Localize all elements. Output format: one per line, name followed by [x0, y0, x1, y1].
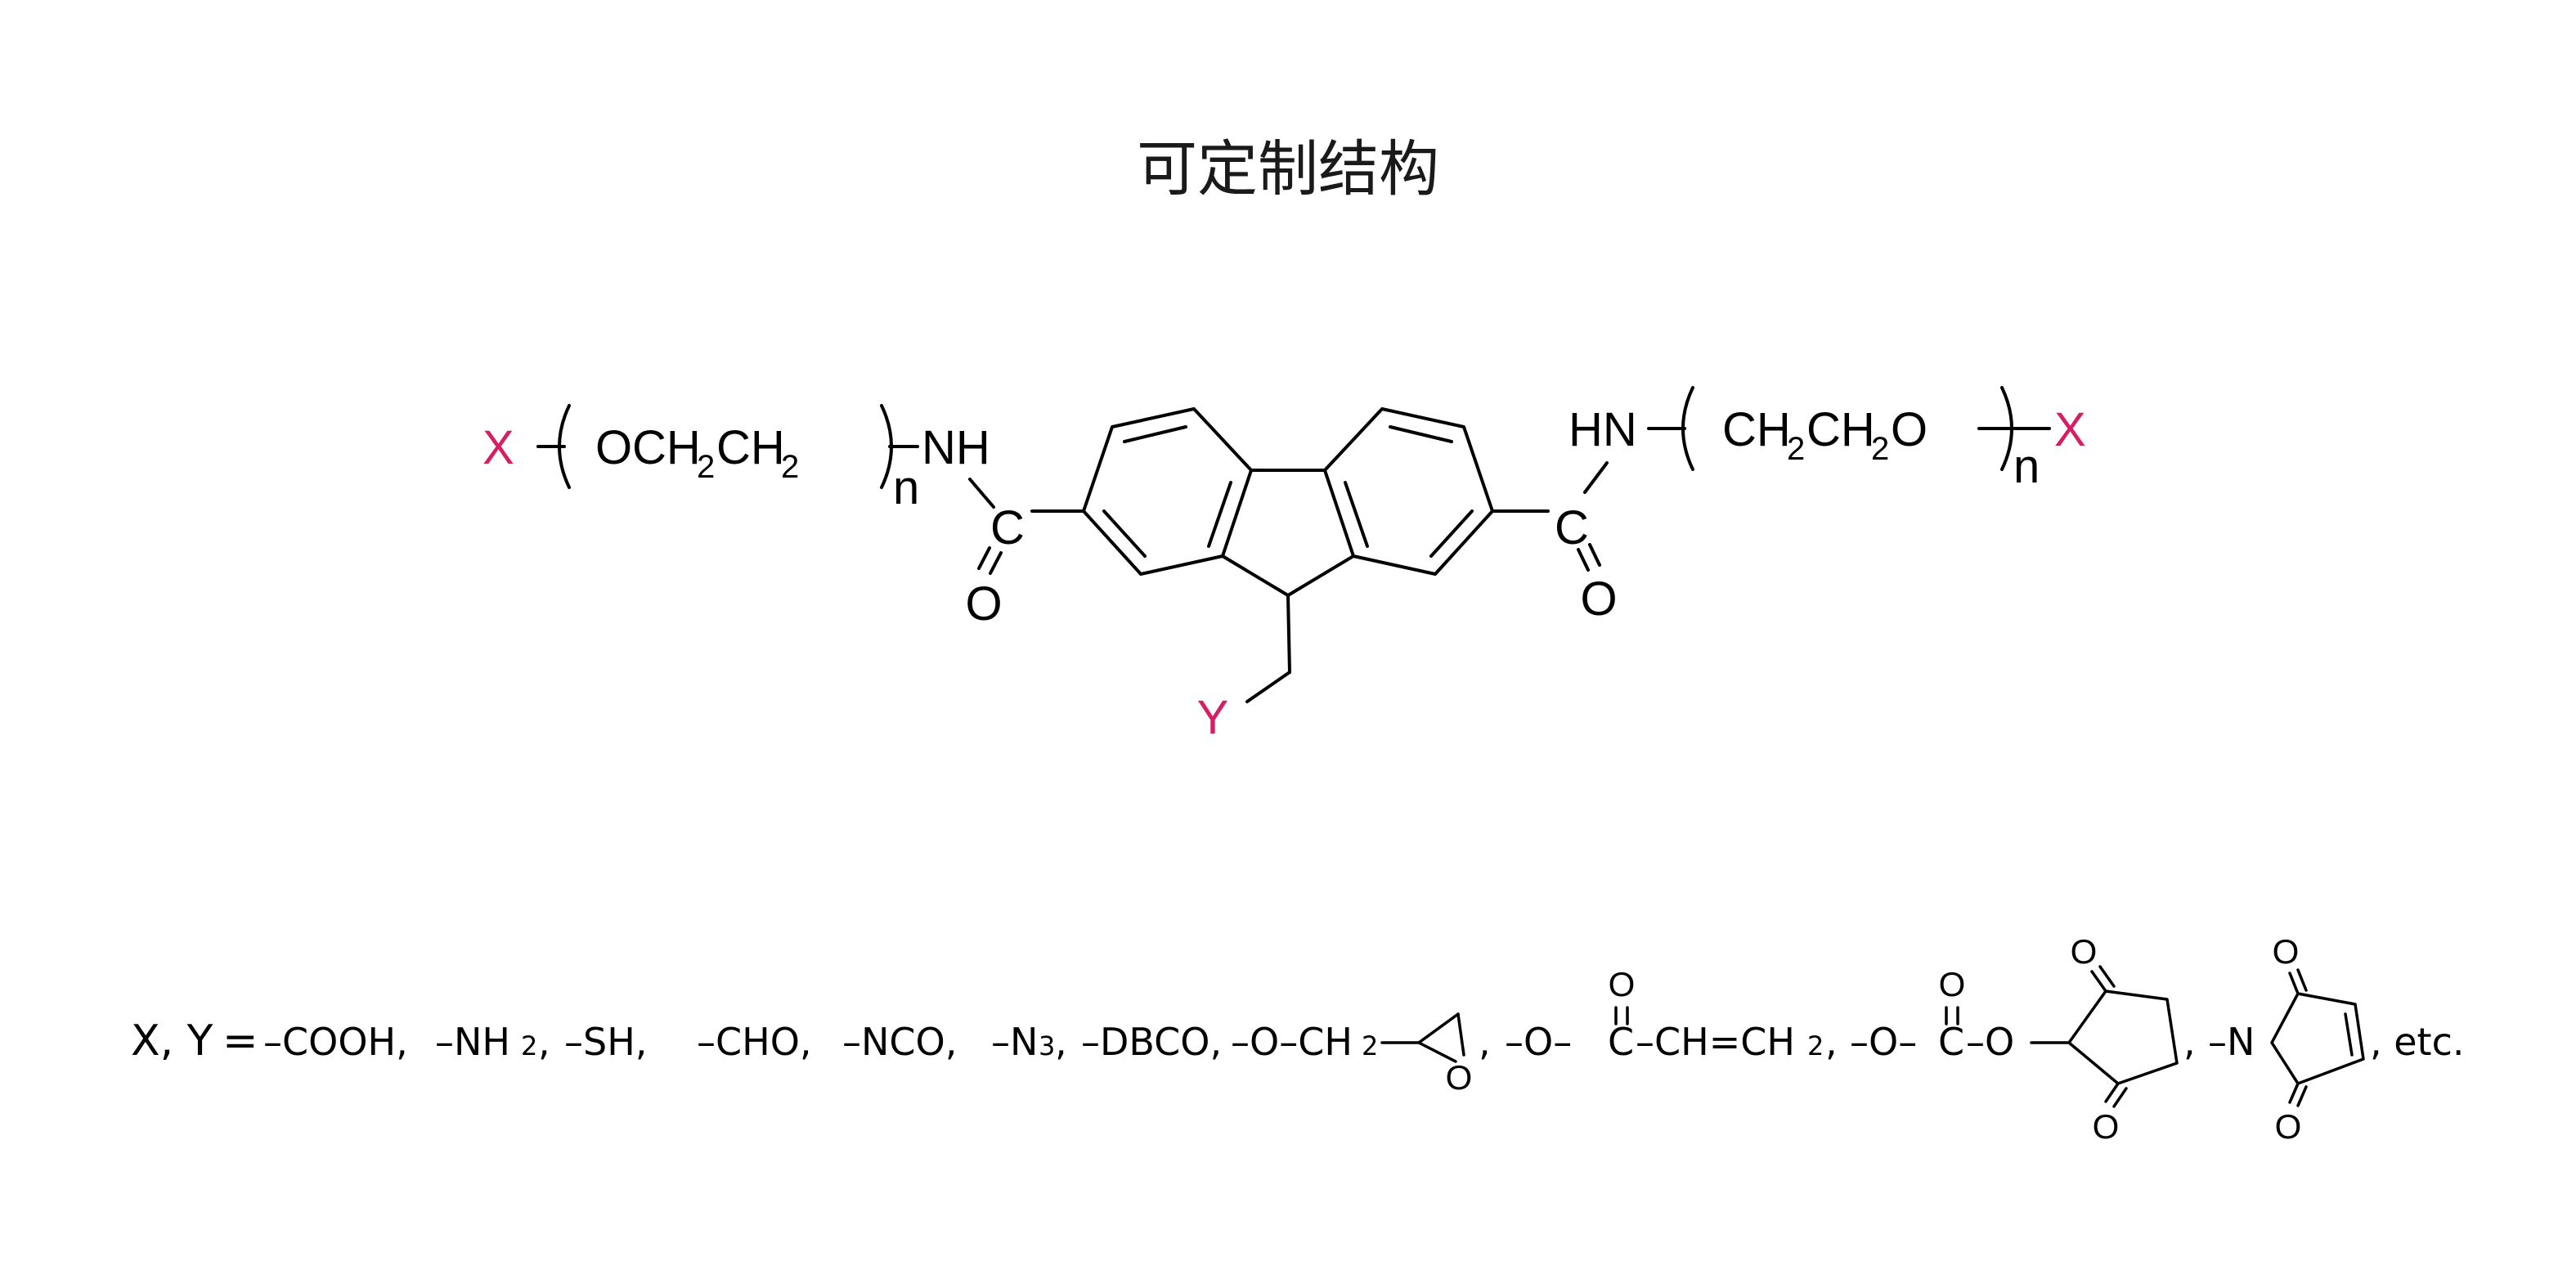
maleimide-n: –N [2208, 1020, 2255, 1064]
acrylate-o: –O– [1505, 1020, 1572, 1064]
group-nh2: –NH [435, 1020, 510, 1064]
left-n-repeat: n [893, 461, 919, 514]
left-ch-b: CH [716, 421, 785, 474]
c9-ch2-bond [1286, 594, 1291, 674]
maleimide-double-bond [2344, 1012, 2354, 1057]
dione-top-co-bond-b [2098, 965, 2116, 988]
epoxide-o-ch2: –O–CH [1231, 1020, 1353, 1064]
group-nhs-carbonate: –O– C O –O O O , [1850, 932, 2196, 1146]
dione-o-top: O [2071, 932, 2098, 971]
right-co-double-bond-a [1577, 548, 1590, 572]
group-epoxide: –O–CH 2 O , [1231, 1012, 1491, 1097]
right-ring-double-bond-2 [1344, 481, 1369, 548]
right-ch-b: CH [1806, 403, 1875, 456]
c9-left-bond [1221, 554, 1290, 597]
left-o: O [595, 421, 632, 474]
main-structure: Y C O X O CH 2 CH 2 n NH C O HN CH 2 CH [482, 386, 2086, 744]
acrylate-carbonyl-o: O [1609, 965, 1636, 1003]
group-n3-comma: , [1055, 1020, 1067, 1064]
left-nh: NH [922, 421, 990, 474]
group-acrylate: –O– C O –CH=CH 2 , [1505, 965, 1838, 1064]
epoxide-ring-o: O [1446, 1058, 1473, 1097]
right-n-repeat: n [2013, 440, 2040, 493]
acrylate-c: C [1608, 1020, 1634, 1064]
acrylate-sub: 2 [1807, 1030, 1824, 1061]
right-c-n-bond [1583, 461, 1609, 494]
left-sub-2b: 2 [781, 449, 799, 485]
left-carbonyl-c: C [990, 501, 1025, 554]
left-ring-double-bond-2 [1207, 481, 1232, 548]
left-sub-2a: 2 [697, 449, 715, 485]
ch2-y-bond [1245, 671, 1291, 703]
acrylate-rest: –CH=CH [1636, 1020, 1795, 1064]
maleimide-bottom-co-bond-a [2288, 1082, 2300, 1104]
group-dbco: –DBCO, [1081, 1020, 1222, 1064]
group-maleimide: –N O O [2208, 932, 2365, 1146]
epoxide-ring-top [1417, 1012, 1460, 1044]
dione-ring [2067, 990, 2179, 1085]
right-ch-a: CH [1722, 403, 1791, 456]
carbonate-carbonyl-o: O [1939, 965, 1966, 1003]
x-right: X [2054, 403, 2086, 456]
dione-bottom-co-bond-a [2104, 1082, 2120, 1103]
carbonate-o2: –O [1966, 1020, 2014, 1064]
group-cooh: –COOH, [263, 1020, 408, 1064]
legend-equals: = [222, 1016, 258, 1066]
epoxide-ring-left [1417, 1041, 1457, 1063]
maleimide-o-bottom: O [2275, 1107, 2302, 1146]
left-ring-double-bond-1 [1123, 425, 1187, 443]
carbonate-o: –O– [1850, 1020, 1917, 1064]
dione-o-bottom: O [2093, 1107, 2120, 1146]
epoxide-ring-right [1456, 1012, 1465, 1057]
right-o: O [1891, 403, 1928, 456]
left-ch-a: CH [632, 421, 701, 474]
maleimide-top-co-bond-b [2296, 968, 2308, 992]
dione-top-co-bond-a [2090, 970, 2107, 993]
left-carbonyl-o: O [965, 577, 1002, 631]
maleimide-top-co-bond-a [2288, 972, 2300, 995]
y-substituent: Y [1197, 691, 1229, 744]
group-nh2-comma: , [538, 1020, 550, 1064]
acrylate-comma: , [1825, 1020, 1838, 1064]
maleimide-o-top: O [2273, 932, 2300, 971]
c9-right-bond [1286, 554, 1355, 597]
group-nco: –NCO, [842, 1020, 957, 1064]
right-co-double-bond-b [1588, 543, 1601, 567]
legend-etc: , etc. [2370, 1020, 2465, 1064]
group-nh2-sub: 2 [521, 1030, 537, 1061]
left-ring-double-bond-3 [1102, 509, 1147, 558]
dione-bottom-co-bond-b [2112, 1087, 2128, 1108]
right-hn: HN [1568, 403, 1637, 456]
maleimide-ring [2270, 992, 2365, 1085]
group-cho: –CHO, [697, 1020, 812, 1064]
group-n3-sub: 3 [1039, 1030, 1055, 1061]
substituent-legend: X, Y = –COOH, –NH 2 , –SH, –CHO, –NCO, –… [131, 932, 2465, 1146]
left-co-double-bond-a [977, 546, 991, 570]
right-ring-double-bond-1 [1389, 425, 1453, 443]
right-open-paren [1681, 386, 1694, 471]
x-left: X [482, 421, 514, 474]
page-title: 可定制结构 [1137, 134, 1439, 204]
carbonate-comma: , [2183, 1020, 2196, 1064]
carbonate-c: C [1938, 1020, 1964, 1064]
epoxide-comma: , [1479, 1020, 1491, 1064]
right-sub-2a: 2 [1787, 431, 1805, 467]
group-sh: –SH, [564, 1020, 647, 1064]
legend-prefix: X, Y [131, 1016, 213, 1066]
fluorene-core [1082, 407, 1494, 703]
right-ring-double-bond-3 [1429, 509, 1474, 558]
left-co-double-bond-b [989, 551, 1003, 575]
left-c-n-bond [968, 478, 995, 509]
right-carbonyl-c: C [1555, 501, 1589, 554]
group-n3: –N [991, 1020, 1038, 1064]
right-sub-2b: 2 [1871, 431, 1889, 467]
maleimide-bottom-co-bond-b [2296, 1085, 2308, 1107]
epoxide-sub: 2 [1362, 1030, 1378, 1061]
right-carbonyl-o: O [1580, 572, 1617, 626]
left-open-paren [558, 404, 571, 489]
